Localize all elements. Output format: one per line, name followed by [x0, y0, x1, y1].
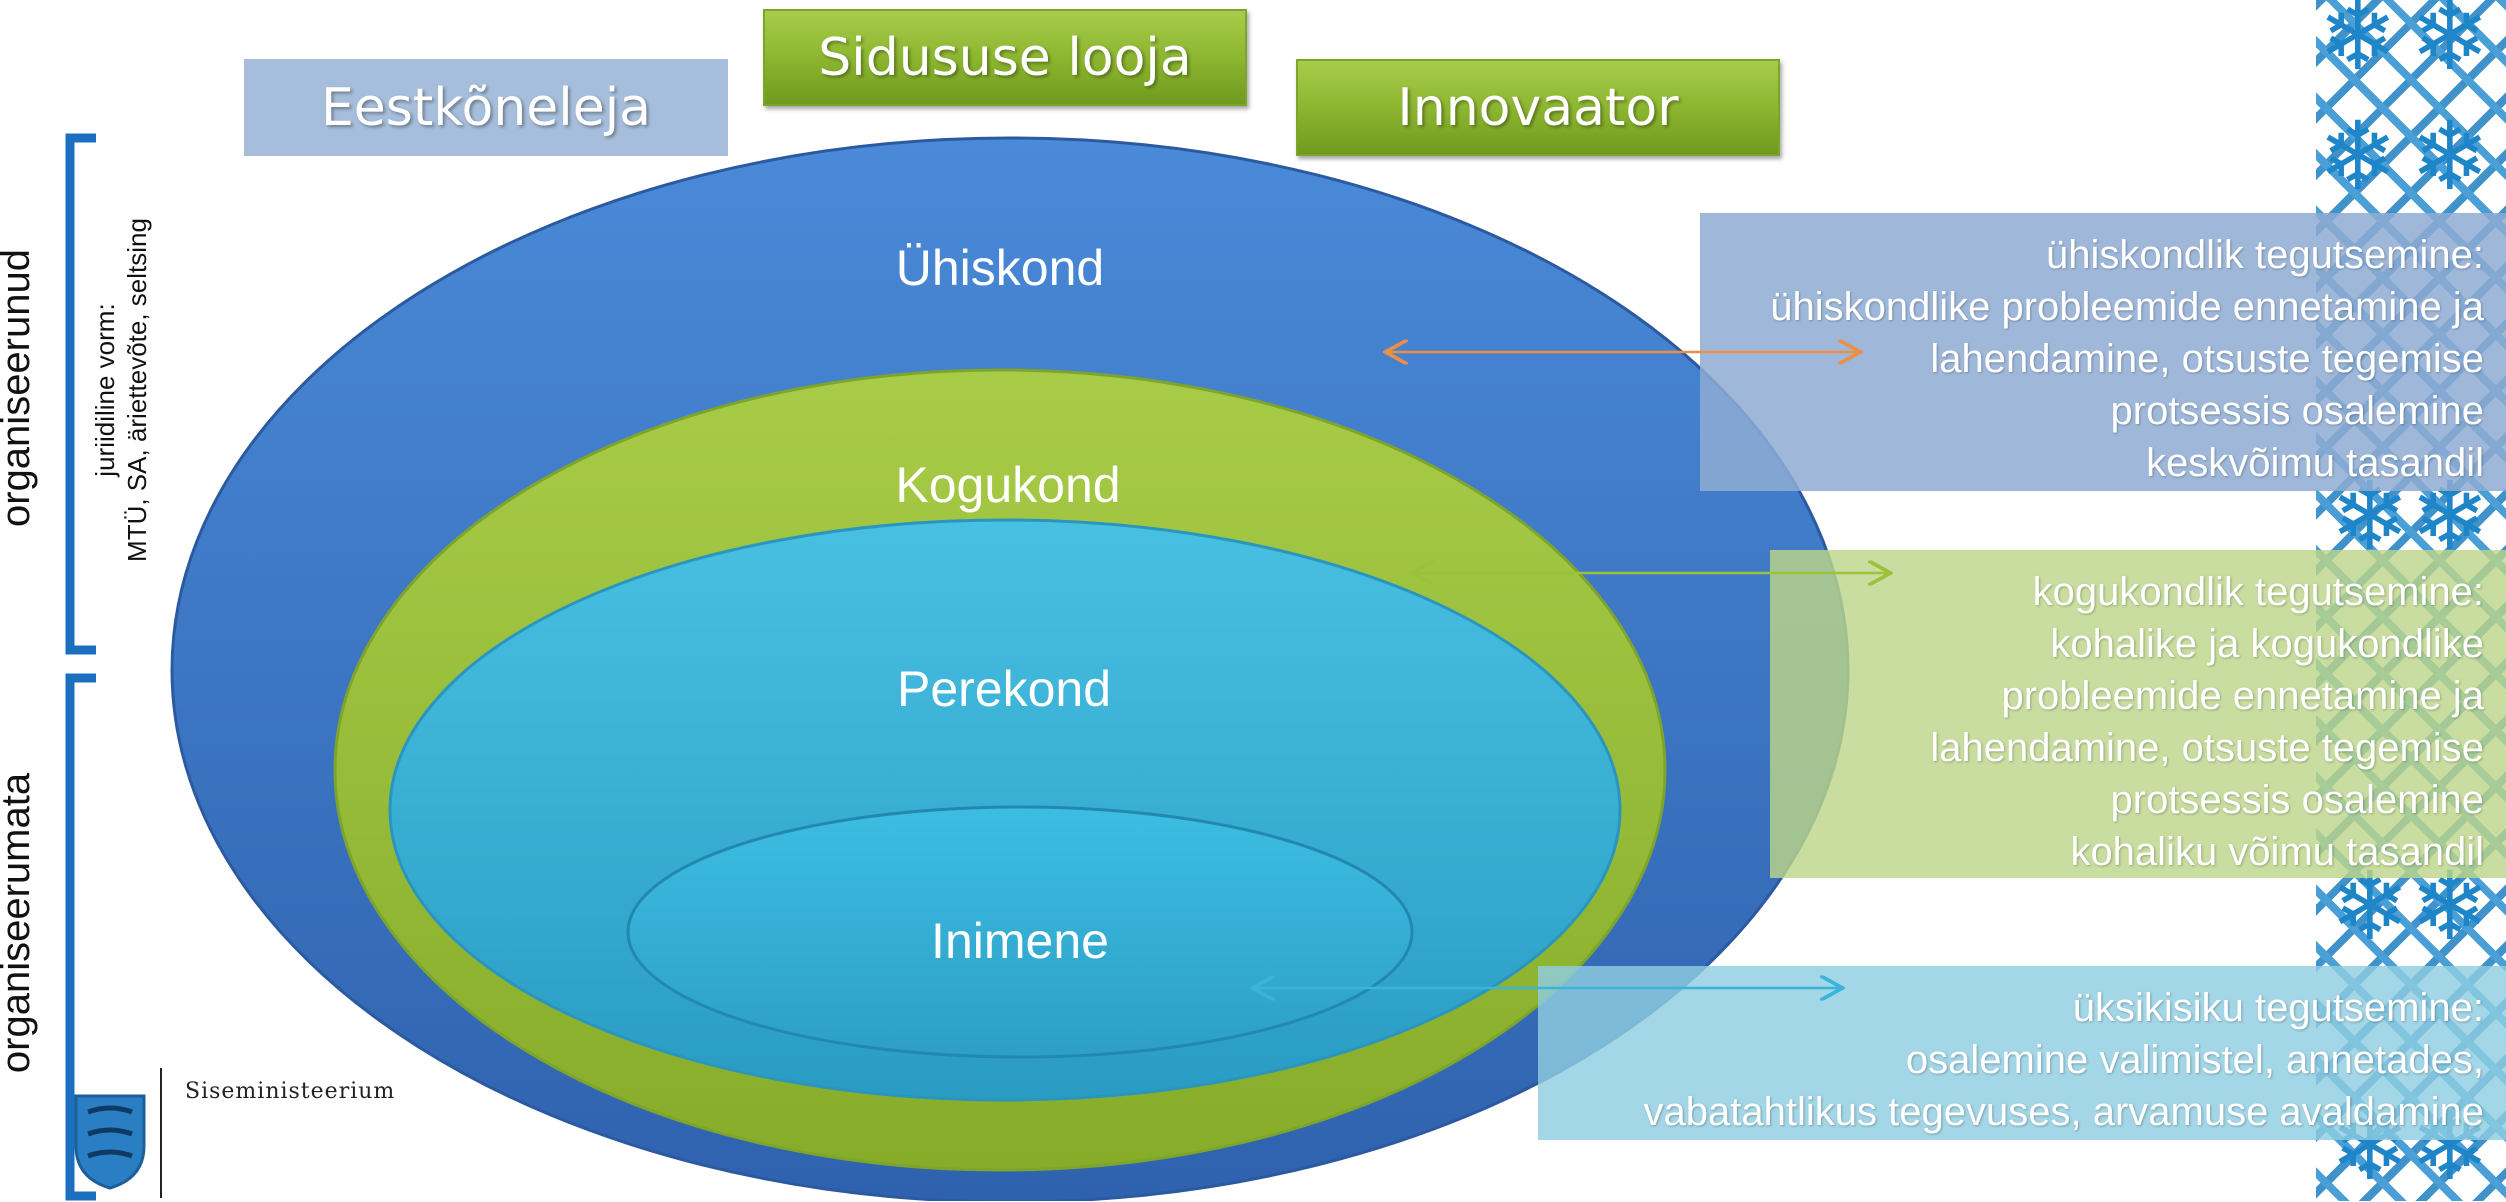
ministry-name: Siseministeerium: [185, 1079, 396, 1104]
role-sidususe-looja-label: Sidususe looja: [818, 27, 1192, 88]
desc-community-line: probleemide ennetamine ja: [2001, 674, 2484, 718]
desc-community-line: kogukondlik tegutsemine:: [2032, 570, 2484, 614]
legal-form-note: juriidiline vorm: MTÜ, SA, äriettevõte, …: [89, 190, 159, 590]
desc-societal-line: ühiskondlik tegutsemine:: [2045, 233, 2484, 277]
desc-community-line: kohalike ja kogukondlike: [2050, 622, 2484, 666]
desc-societal-line: keskvõimu tasandil: [2146, 441, 2484, 485]
label-perekond: Perekond: [897, 661, 1111, 717]
ornament-star-icon: ❄: [2410, 102, 2490, 212]
legal-form-line-2: MTÜ, SA, äriettevõte, seltsing: [122, 218, 152, 562]
desc-individual-line: osalemine valimistel, annetades,: [1905, 1038, 2484, 1082]
ornament-star-icon: ❄: [2410, 0, 2490, 92]
bracket-unorganized: [65, 673, 96, 1201]
ornament-star-icon: ❄: [2318, 102, 2398, 212]
desc-community: kogukondlik tegutsemine: kohalike ja kog…: [1770, 550, 2506, 878]
bracket-organized: [65, 133, 96, 655]
label-unorganized: organiseerumata: [0, 772, 38, 1074]
ellipse-inimene: [626, 805, 1414, 1059]
label-inimene: Inimene: [931, 913, 1109, 969]
desc-societal: ühiskondlik tegutsemine: ühiskondlike pr…: [1700, 213, 2506, 491]
logo-divider: [160, 1068, 162, 1198]
role-eestkoneleja: Eestkõneleja: [244, 59, 728, 156]
role-innovaator-label: Innovaator: [1397, 77, 1679, 138]
label-uhiskond: Ühiskond: [896, 240, 1104, 296]
side-brackets: [65, 133, 96, 1201]
label-kogukond: Kogukond: [895, 457, 1120, 513]
role-sidususe-looja: Sidususe looja: [763, 9, 1247, 106]
desc-community-line: kohaliku võimu tasandil: [2070, 830, 2484, 874]
desc-individual-line: vabatahtlikus tegevuses, arvamuse avalda…: [1643, 1090, 2484, 1134]
desc-individual-line: üksikisiku tegutsemine:: [2072, 986, 2484, 1030]
desc-societal-line: protsessis osalemine: [2110, 389, 2485, 433]
role-eestkoneleja-label: Eestkõneleja: [320, 77, 652, 138]
ornament-star-icon: ❄: [2318, 0, 2398, 92]
label-organized: organiseerunud: [0, 249, 38, 527]
legal-form-line-1: juriidiline vorm:: [90, 303, 120, 477]
desc-individual: üksikisiku tegutsemine: osalemine valimi…: [1538, 966, 2506, 1140]
coat-of-arms-icon: [74, 1094, 146, 1190]
desc-societal-line: lahendamine, otsuste tegemise: [1930, 337, 2484, 381]
desc-community-line: protsessis osalemine: [2110, 778, 2485, 822]
desc-community-line: lahendamine, otsuste tegemise: [1930, 726, 2484, 770]
desc-societal-line: ühiskondlike probleemide ennetamine ja: [1770, 285, 2484, 329]
role-innovaator: Innovaator: [1296, 59, 1780, 156]
